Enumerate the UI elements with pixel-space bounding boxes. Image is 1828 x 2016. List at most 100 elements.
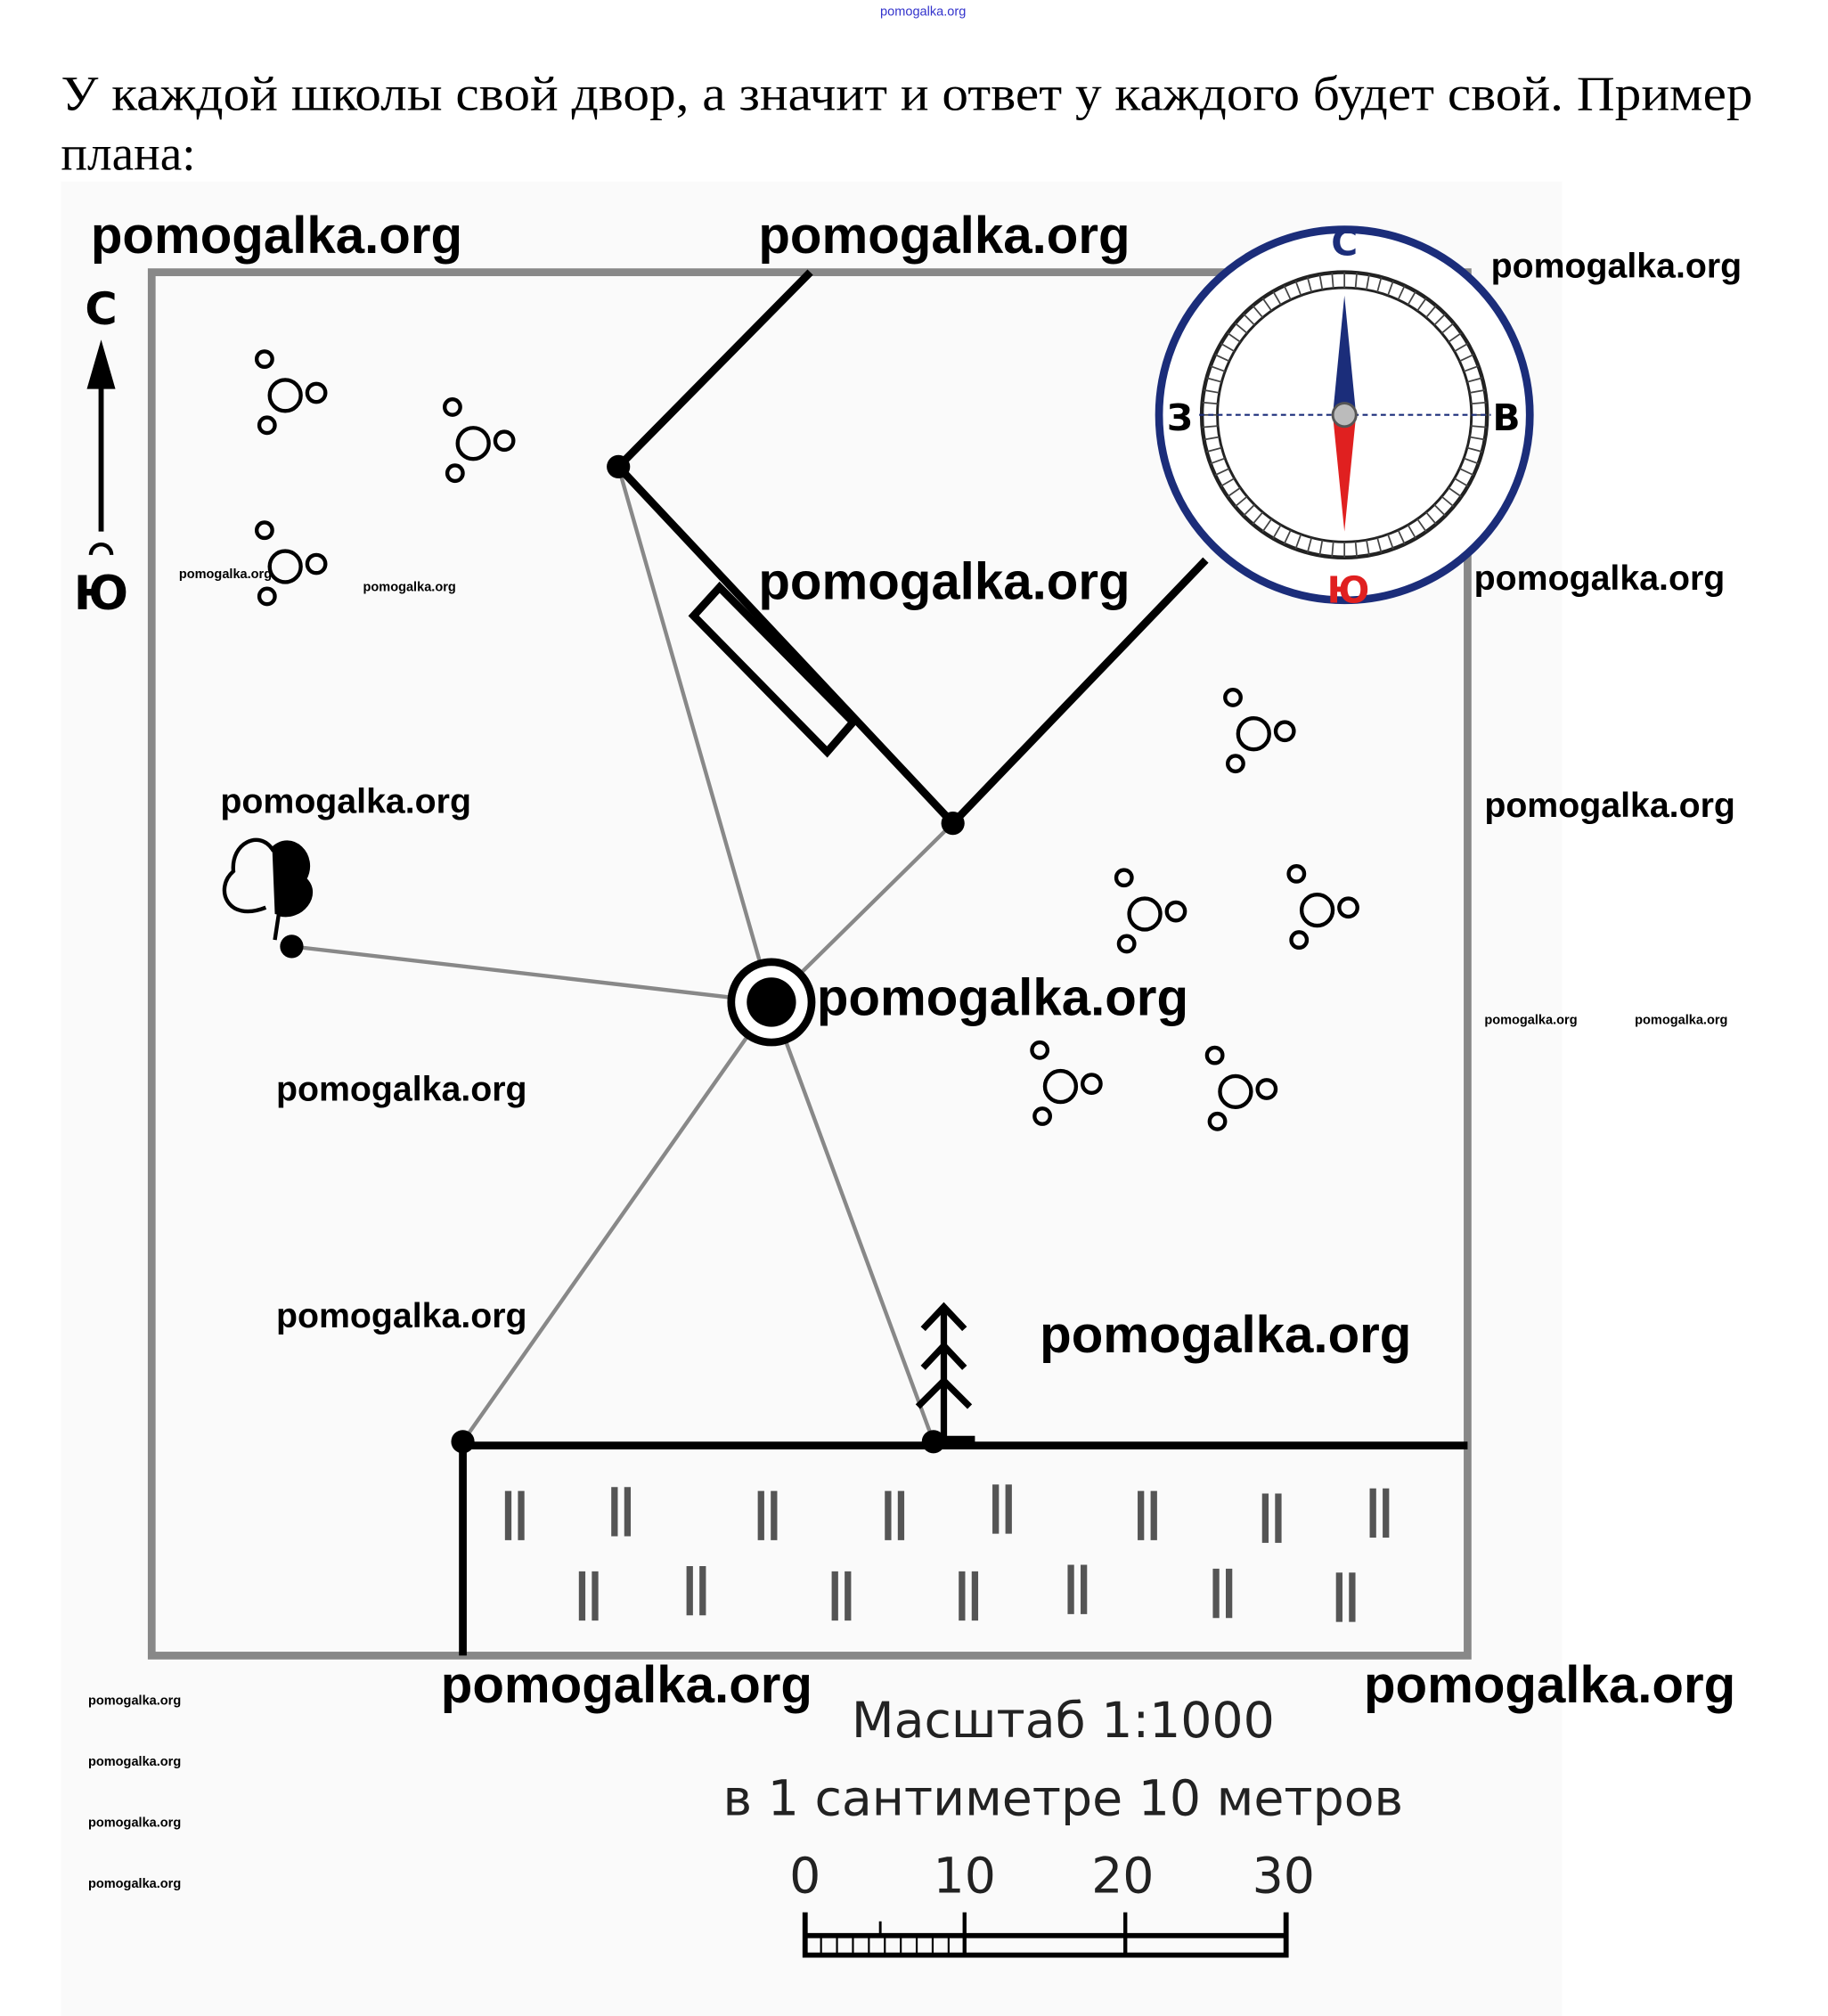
compass-tick xyxy=(1354,273,1358,289)
deciduous-tree-icon xyxy=(254,520,328,607)
scale-tick-label: 10 xyxy=(934,1849,996,1906)
compass-tick xyxy=(1261,298,1273,312)
compass-tick xyxy=(1387,534,1394,550)
grass-mark xyxy=(1369,1488,1390,1538)
watermark: pomogalka.org xyxy=(1491,246,1742,285)
watermark: pomogalka.org xyxy=(88,1755,181,1769)
deciduous-tree-icon xyxy=(1114,868,1187,954)
compass-tick xyxy=(1202,401,1219,405)
compass-tick xyxy=(1202,425,1219,429)
grass-mark xyxy=(611,1487,632,1537)
compass-tick xyxy=(1243,503,1255,517)
bush-icon xyxy=(222,837,313,941)
compass-tick xyxy=(1227,486,1241,498)
watermark: pomogalka.org xyxy=(1484,1014,1577,1028)
compass-tick xyxy=(1220,342,1236,353)
coniferous-tree-icon xyxy=(915,1302,975,1443)
compass-tick xyxy=(1407,290,1416,306)
grass-mark xyxy=(1067,1564,1088,1614)
scale-tick-label: 30 xyxy=(1253,1849,1315,1906)
target-point-icon xyxy=(727,958,816,1047)
point-marker xyxy=(451,1430,475,1454)
compass-tick xyxy=(1214,354,1230,363)
watermark: pomogalka.org xyxy=(1474,559,1726,598)
compass-tick xyxy=(1416,518,1427,533)
grass-mark xyxy=(757,1490,778,1540)
watermarks: pomogalka.org pomogalka.org pomogalka.or… xyxy=(88,207,1742,1891)
compass-tick xyxy=(1252,511,1264,525)
compass-tick xyxy=(1210,457,1226,465)
watermark: pomogalka.org xyxy=(758,552,1130,610)
compass-tick xyxy=(1206,446,1222,453)
compass-tick xyxy=(1220,477,1236,487)
compass-tick xyxy=(1433,313,1446,326)
compass-tick xyxy=(1318,539,1324,556)
deciduous-trees xyxy=(254,349,1359,1131)
route-lines xyxy=(291,466,955,1443)
deciduous-tree-icon xyxy=(1286,863,1359,951)
header-watermark-link[interactable]: pomogalka.org xyxy=(880,4,966,19)
compass-tick xyxy=(1272,290,1282,306)
paragraph-line-1: У каждой школы свой двор, а значит и отв… xyxy=(61,67,1752,121)
compass-tick xyxy=(1463,365,1479,372)
compass-tick xyxy=(1283,285,1292,300)
compass-tick xyxy=(1376,276,1383,293)
watermark: pomogalka.org xyxy=(1364,1656,1735,1714)
compass-tick xyxy=(1466,446,1483,453)
school-building xyxy=(613,269,1209,829)
grass-mark xyxy=(885,1490,905,1540)
compass-tick xyxy=(1397,285,1406,300)
compass-tick xyxy=(1366,273,1370,290)
compass-icon: С Ю З В xyxy=(1155,222,1534,612)
compass-tick xyxy=(1376,537,1383,553)
compass-tick xyxy=(1366,539,1370,556)
compass-tick xyxy=(1331,273,1334,289)
watermark: pomogalka.org xyxy=(220,781,471,820)
grass-mark xyxy=(1261,1493,1282,1543)
compass-tick xyxy=(1294,534,1302,550)
plan-image: С Ю xyxy=(61,181,1742,2016)
grass-marks xyxy=(504,1484,1390,1622)
compass-tick xyxy=(1354,541,1358,558)
south-label: Ю xyxy=(74,567,128,621)
watermark: pomogalka.org xyxy=(179,567,272,582)
watermark: pomogalka.org xyxy=(88,1877,181,1891)
compass-tick xyxy=(1261,518,1273,533)
watermark: pomogalka.org xyxy=(817,969,1188,1027)
compass-tick xyxy=(1387,280,1394,296)
watermark: pomogalka.org xyxy=(441,1656,812,1714)
point-marker xyxy=(941,812,965,836)
compass-tick xyxy=(1272,524,1282,539)
compass-tick xyxy=(1204,389,1220,394)
grass-mark xyxy=(1138,1490,1157,1540)
watermark: pomogalka.org xyxy=(88,1694,181,1709)
grass-mark xyxy=(992,1484,1012,1534)
compass-tick xyxy=(1471,401,1487,405)
grass-mark xyxy=(578,1571,599,1621)
deciduous-tree-icon xyxy=(1030,1040,1103,1126)
watermark: pomogalka.org xyxy=(276,1070,527,1109)
compass-tick xyxy=(1448,332,1462,343)
compass-tick xyxy=(1440,322,1455,334)
compass-north-label: С xyxy=(1331,222,1358,265)
compass-tick xyxy=(1469,389,1485,394)
deciduous-tree-icon xyxy=(1204,1045,1278,1131)
grass-mark xyxy=(1335,1572,1356,1622)
compass-tick xyxy=(1466,377,1483,383)
grass-mark xyxy=(504,1490,525,1540)
compass-tick xyxy=(1210,365,1226,372)
compass-tick xyxy=(1234,495,1248,508)
compass-tick xyxy=(1433,503,1446,517)
point-marker xyxy=(607,454,631,479)
point-marker xyxy=(921,1430,945,1454)
north-label: С xyxy=(85,283,117,335)
compass-tick xyxy=(1331,541,1334,558)
compass-tick xyxy=(1283,529,1292,545)
compass-tick xyxy=(1252,305,1264,319)
watermark: pomogalka.org xyxy=(363,581,455,595)
watermark: pomogalka.org xyxy=(88,1816,181,1831)
compass-tick xyxy=(1306,537,1313,553)
watermark: pomogalka.org xyxy=(91,207,462,265)
watermark: pomogalka.org xyxy=(276,1296,527,1335)
